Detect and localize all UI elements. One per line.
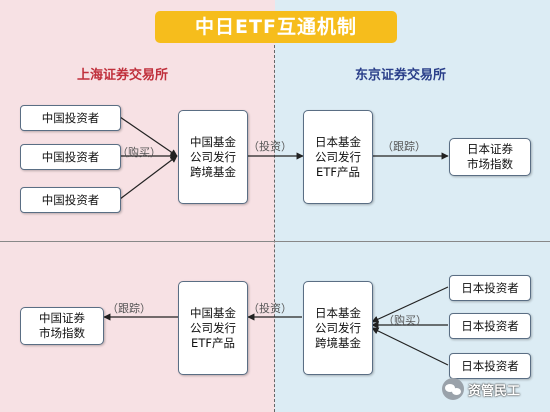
invest-label: （投资） [248, 302, 292, 315]
exchange-divider [274, 40, 275, 412]
box-line: 公司发行 [315, 149, 361, 164]
box-line: 市场指数 [467, 157, 513, 171]
investor-label: 日本投资者 [461, 358, 519, 373]
tokyo-exchange-label: 东京证券交易所 [355, 68, 447, 83]
etf-product-box: 日本基金 公司发行 ETF产品 [303, 110, 373, 204]
market-index-box: 日本证券 市场指数 [449, 138, 531, 176]
box-line: 日本基金 [315, 305, 361, 320]
investor-label: 中国投资者 [41, 192, 100, 207]
box-line: ETF产品 [316, 164, 360, 179]
etf-product-box: 中国基金 公司发行 ETF产品 [178, 281, 248, 375]
diagram-title: 中日ETF互通机制 [155, 11, 397, 43]
watermark: 资管民工 [442, 378, 520, 400]
box-line: 跨境基金 [315, 335, 361, 350]
buy-arrow-3 [119, 155, 178, 200]
box-line: 中国基金 [190, 305, 236, 320]
box-line: 公司发行 [190, 149, 236, 164]
investor-box: 日本投资者 [449, 313, 531, 339]
investor-box: 中国投资者 [20, 105, 121, 131]
wechat-icon [442, 378, 464, 400]
invest-label: （投资） [248, 140, 292, 153]
buy-label: （购买） [117, 146, 161, 159]
shanghai-exchange-label: 上海证券交易所 [77, 68, 169, 83]
box-line: 中国基金 [190, 134, 236, 149]
investor-label: 中国投资者 [41, 110, 100, 125]
box-line: 日本基金 [315, 134, 361, 149]
buy-arrow-1 [119, 116, 178, 157]
market-index-box: 中国证券 市场指数 [20, 307, 104, 345]
buy-arrow-6 [371, 327, 449, 366]
track-label: （跟踪） [107, 302, 151, 315]
box-line: 中国证券 [39, 311, 85, 325]
buy-arrow-4 [371, 286, 449, 323]
track-label: （跟踪） [382, 140, 426, 153]
cross-border-fund-box: 日本基金 公司发行 跨境基金 [303, 281, 373, 375]
box-line: 日本证券 [467, 142, 513, 156]
watermark-text: 资管民工 [468, 383, 521, 399]
box-line: 公司发行 [315, 320, 361, 335]
flow-divider [0, 241, 550, 242]
investor-box: 日本投资者 [449, 353, 531, 379]
cross-border-fund-box: 中国基金 公司发行 跨境基金 [178, 110, 248, 204]
box-line: 跨境基金 [190, 164, 236, 179]
investor-box: 日本投资者 [449, 275, 531, 301]
box-line: 公司发行 [190, 320, 236, 335]
box-line: 市场指数 [39, 326, 85, 340]
buy-label: （购买） [383, 314, 427, 327]
investor-label: 日本投资者 [461, 318, 519, 333]
investor-box: 中国投资者 [20, 187, 121, 213]
investor-label: 中国投资者 [41, 149, 100, 164]
investor-label: 日本投资者 [461, 280, 519, 295]
investor-box: 中国投资者 [20, 144, 121, 170]
box-line: ETF产品 [191, 335, 235, 350]
